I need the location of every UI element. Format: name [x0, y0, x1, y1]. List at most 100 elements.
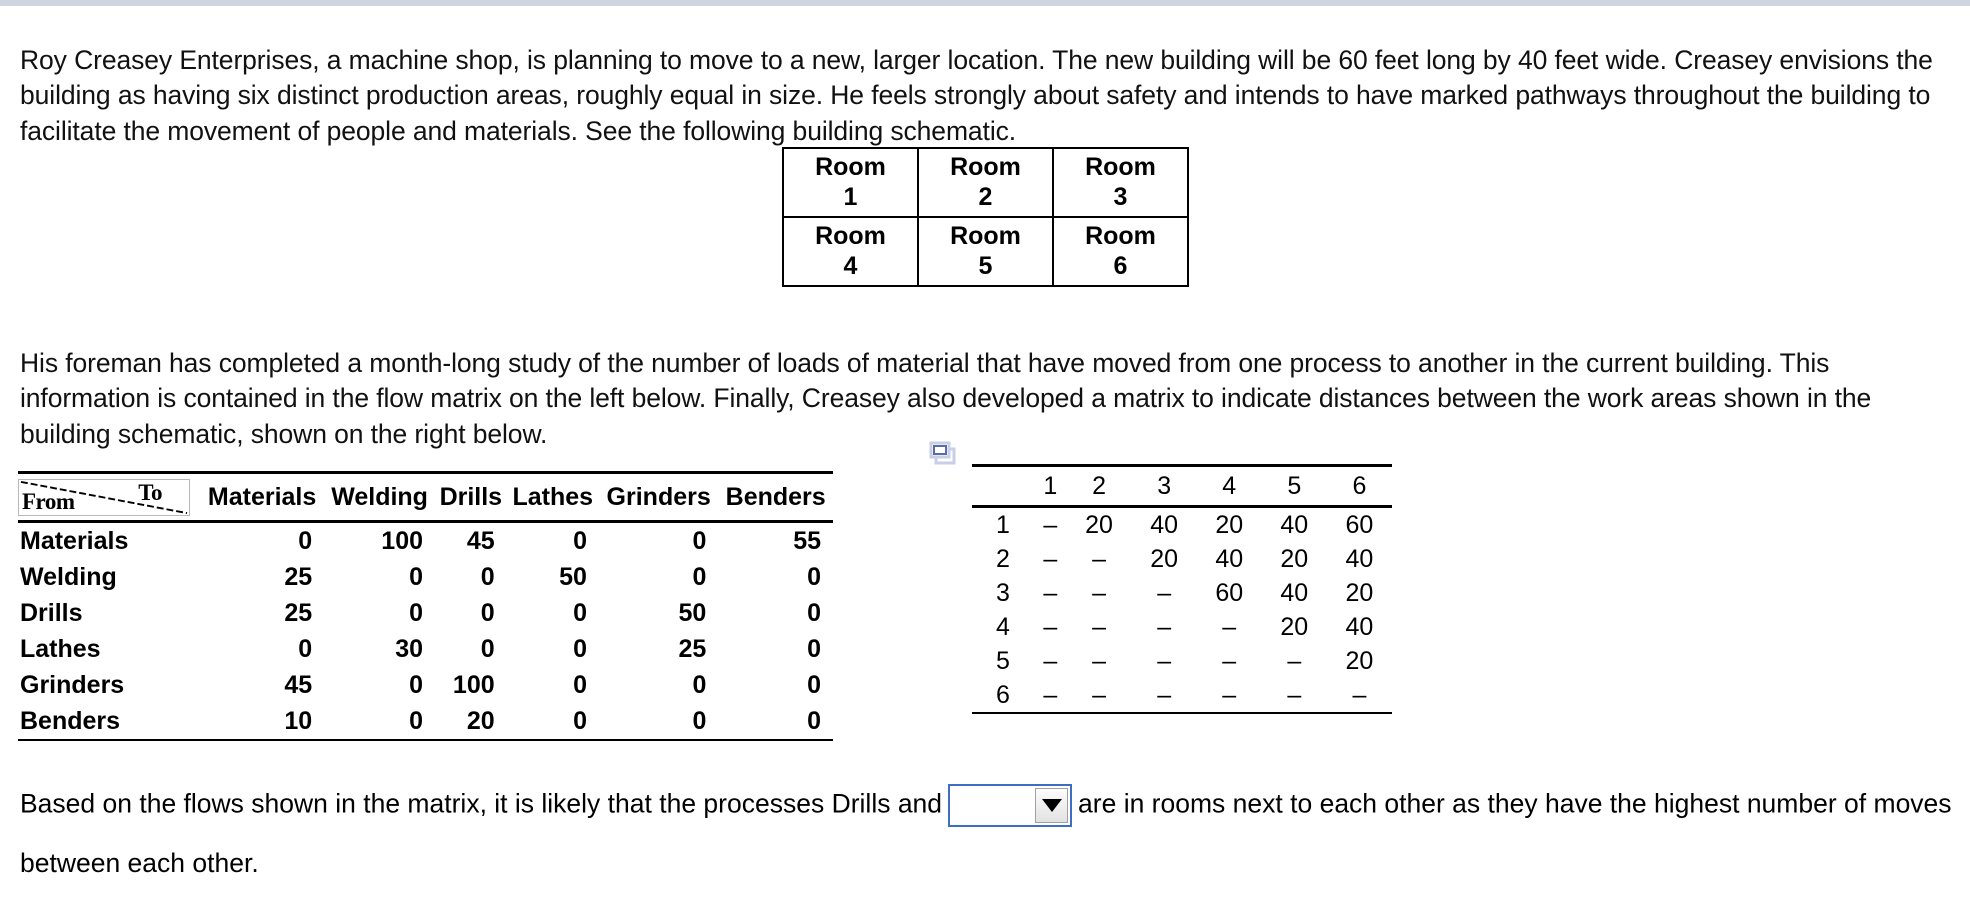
table-row: Grinders 45 0 100 0 0 0: [18, 667, 833, 703]
room-word-1: Room: [815, 153, 886, 181]
question-text-line2: between each other.: [20, 848, 259, 878]
flow-cell: 0: [409, 562, 424, 591]
distance-cell: 20: [1215, 510, 1244, 539]
distance-cell: –: [1222, 612, 1237, 641]
top-band: [0, 0, 1970, 6]
schematic-cell-room-4: Room 4: [782, 216, 919, 287]
distance-cell: –: [1222, 646, 1237, 675]
distance-matrix-header-row: 1 2 3 4 5 6: [972, 465, 1392, 507]
flow-cell: 0: [807, 634, 821, 663]
table-row: Lathes 0 30 0 0 25 0: [18, 631, 833, 667]
distance-cell: 40: [1345, 544, 1374, 573]
process-select-dropdown[interactable]: [948, 784, 1073, 827]
distance-col-header-4: 4: [1222, 471, 1237, 500]
table-row: Materials 0 100 45 0 0 55: [18, 521, 833, 560]
room-word-2: Room: [950, 153, 1021, 181]
distance-col-header-6: 6: [1352, 471, 1367, 500]
distance-cell: 40: [1280, 510, 1309, 539]
flow-cell: 0: [480, 634, 495, 663]
distance-cell: 20: [1280, 612, 1309, 641]
distance-cell: –: [1352, 680, 1367, 709]
distance-matrix-table: 1 2 3 4 5 6 1 – 20 40 20 40 60: [972, 464, 1392, 714]
distance-cell: 20: [1085, 510, 1113, 539]
table-row: 1 – 20 40 20 40 60: [972, 506, 1392, 543]
distance-cell: –: [1092, 680, 1107, 709]
flow-cell: 0: [573, 706, 587, 735]
distance-cell: 40: [1280, 578, 1309, 607]
from-label: From: [22, 488, 75, 514]
flow-cell: 100: [452, 670, 495, 699]
flow-cell: 10: [284, 706, 313, 735]
distance-cell: –: [1043, 646, 1058, 675]
flow-row-label-materials: Materials: [20, 526, 129, 555]
distance-cell: 60: [1215, 578, 1244, 607]
flow-row-label-benders: Benders: [20, 706, 121, 735]
flow-cell: 20: [466, 706, 495, 735]
distance-cell: 40: [1345, 612, 1374, 641]
copy-windows-icon[interactable]: [929, 440, 957, 466]
flow-cell: 0: [480, 562, 495, 591]
distance-col-header-3: 3: [1157, 471, 1172, 500]
flow-cell: 30: [395, 634, 424, 663]
to-label: To: [138, 479, 162, 505]
distance-col-header-1: 1: [1043, 471, 1058, 500]
dropdown-arrow-button[interactable]: [1035, 788, 1069, 823]
distance-cell: 40: [1150, 510, 1179, 539]
flow-cell: 0: [807, 598, 821, 627]
flow-cell: 0: [480, 598, 495, 627]
table-row: 3 – – – 60 40 20: [972, 576, 1392, 610]
flow-cell: 50: [678, 598, 707, 627]
distance-cell: –: [1043, 612, 1058, 641]
flow-cell: 0: [692, 526, 707, 555]
flow-col-header-benders: Benders: [725, 482, 826, 511]
room-number-2: 2: [978, 182, 993, 211]
schematic-cell-room-1: Room 1: [782, 147, 919, 218]
distance-cell: 20: [1150, 544, 1179, 573]
schematic-cell-room-6: Room 6: [1052, 216, 1189, 287]
room-word-6: Room: [1085, 222, 1156, 250]
from-to-box: From To: [18, 478, 190, 516]
flow-row-label-drills: Drills: [20, 598, 83, 627]
distance-cell: –: [1092, 612, 1107, 641]
distance-cell: 40: [1215, 544, 1244, 573]
flow-cell: 50: [559, 562, 587, 591]
table-row: 5 – – – – – 20: [972, 644, 1392, 678]
question-text-after: are in rooms next to each other as they …: [1078, 788, 1952, 819]
room-number-5: 5: [978, 251, 993, 280]
distance-corner-cell: [972, 466, 1034, 507]
distance-row-label-1: 1: [996, 510, 1010, 539]
room-word-4: Room: [815, 222, 886, 250]
flow-cell: 25: [678, 634, 707, 663]
flow-cell: 100: [381, 526, 424, 555]
distance-cell: –: [1092, 578, 1107, 607]
distance-cell: –: [1157, 646, 1172, 675]
distance-row-label-5: 5: [996, 646, 1010, 675]
table-row: Drills 25 0 0 0 50 0: [18, 595, 833, 631]
flow-matrix: From To Materials Welding Drills Lathes …: [18, 471, 833, 741]
distance-cell: –: [1043, 510, 1058, 539]
distance-row-label-2: 2: [996, 544, 1010, 573]
schematic-row: Room 4 Room 5 Room 6: [782, 216, 1189, 287]
flow-col-header-materials: Materials: [207, 482, 317, 511]
schematic-cell-room-3: Room 3: [1052, 147, 1189, 218]
table-row: Welding 25 0 0 50 0 0: [18, 559, 833, 595]
flow-col-header-lathes: Lathes: [512, 482, 594, 511]
flow-cell: 0: [692, 706, 707, 735]
flow-matrix-table: From To Materials Welding Drills Lathes …: [18, 471, 833, 741]
schematic-row: Room 1 Room 2 Room 3: [782, 147, 1189, 218]
table-row: 4 – – – – 20 40: [972, 610, 1392, 644]
distance-cell: –: [1222, 680, 1237, 709]
flow-row-label-grinders: Grinders: [20, 670, 125, 699]
flow-cell: 45: [284, 670, 313, 699]
flow-cell: 45: [466, 526, 495, 555]
question-block: Based on the flows shown in the matrix, …: [20, 784, 1960, 882]
room-word-3: Room: [1085, 153, 1156, 181]
distance-cell: –: [1043, 680, 1058, 709]
flow-cell: 25: [284, 598, 313, 627]
room-word-5: Room: [950, 222, 1021, 250]
distance-cell: 20: [1280, 544, 1309, 573]
question-text-before: Based on the flows shown in the matrix, …: [20, 788, 943, 819]
flow-cell: 0: [573, 526, 587, 555]
flow-cell: 0: [409, 598, 424, 627]
distance-cell: –: [1092, 544, 1107, 573]
